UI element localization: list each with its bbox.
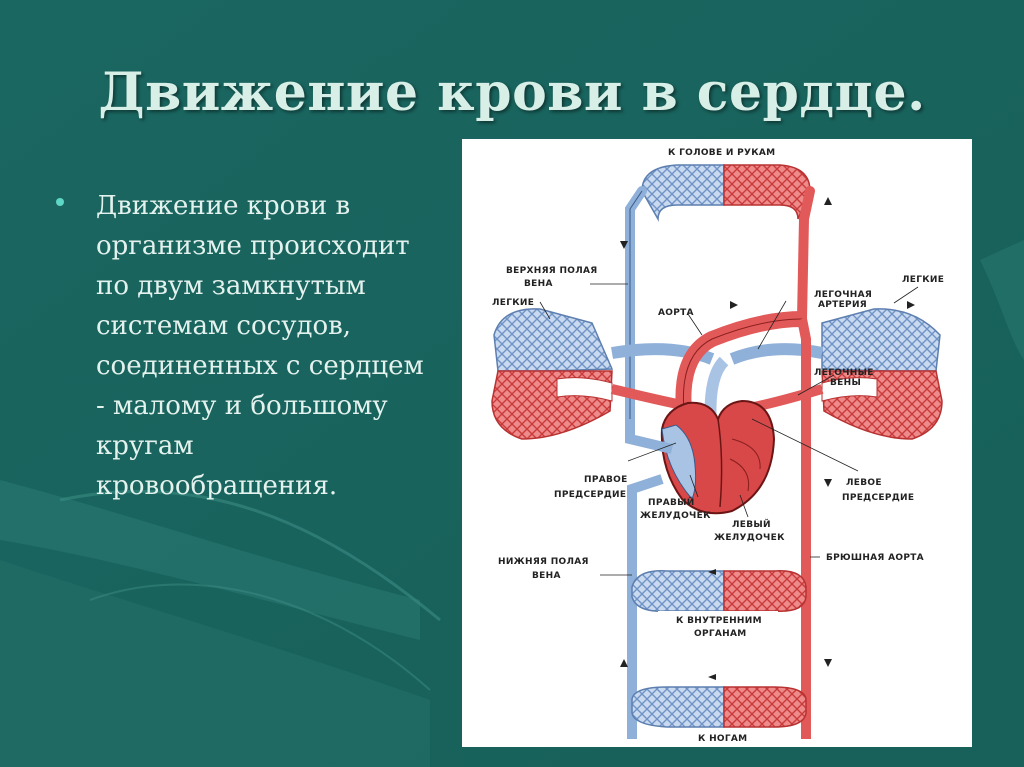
organs-capillary-bed xyxy=(631,570,807,645)
circulation-diagram-svg: К ГОЛОВЕ И РУКАМ ВЕРХНЯЯ ПОЛАЯ ВЕНА ЛЕГК… xyxy=(491,148,944,744)
label-pulmonary-veins-2: ВЕНЫ xyxy=(830,378,861,388)
leader-lines xyxy=(539,283,919,576)
label-inferior-vena-cava-1: НИЖНЯЯ ПОЛАЯ xyxy=(498,557,589,567)
arrow-left-icon xyxy=(708,674,716,680)
label-right-atrium-1: ПРАВОЕ xyxy=(584,475,628,485)
pulmonary-vein-right xyxy=(752,384,824,412)
artery-to-head xyxy=(757,186,815,330)
label-left-atrium-1: ЛЕВОЕ xyxy=(846,478,882,488)
label-internal-organs-2: ОРГАНАМ xyxy=(694,629,747,639)
heart xyxy=(660,399,776,515)
label-left-ventricle-2: ЖЕЛУДОЧЕК xyxy=(714,533,785,543)
label-aorta: АОРТА xyxy=(658,308,694,318)
label-superior-vena-cava-1: ВЕРХНЯЯ ПОЛАЯ xyxy=(506,266,598,276)
bullet-dot-icon xyxy=(56,198,64,206)
vena-cava-junction xyxy=(625,419,674,454)
arrow-down-icon xyxy=(824,659,832,667)
label-internal-organs-1: К ВНУТРЕННИМ xyxy=(676,616,762,626)
head-capillary-bed xyxy=(641,164,811,222)
label-left-ventricle-1: ЛЕВЫЙ xyxy=(732,518,771,530)
arrow-up-icon xyxy=(824,197,832,205)
label-pulmonary-artery-1: ЛЕГОЧНАЯ xyxy=(814,290,872,300)
pulmonary-artery-right xyxy=(729,343,824,365)
arrow-down-icon xyxy=(824,479,832,487)
abdominal-aorta-vessel xyxy=(797,318,811,739)
left-lung xyxy=(491,308,614,440)
label-right-ventricle-1: ПРАВЫЙ xyxy=(648,496,695,508)
arrow-up-icon xyxy=(620,659,628,667)
label-legs: К НОГАМ xyxy=(698,734,747,744)
bullet-text: Движение крови в организме происходит по… xyxy=(96,191,424,501)
superior-vena-cava xyxy=(625,186,647,424)
arrow-left-icon xyxy=(708,569,716,575)
flow-arrows xyxy=(620,197,915,680)
right-lung xyxy=(821,308,943,440)
label-head-arms: К ГОЛОВЕ И РУКАМ xyxy=(668,148,775,158)
arrow-right-icon xyxy=(907,301,915,309)
slide-title: Движение крови в сердце. xyxy=(98,62,926,123)
label-right-ventricle-2: ЖЕЛУДОЧЕК xyxy=(640,511,711,521)
label-left-atrium-2: ПРЕДСЕРДИЕ xyxy=(842,493,914,503)
legs-capillary-bed xyxy=(631,686,807,728)
label-lungs-left: ЛЕГКИЕ xyxy=(492,298,534,308)
label-superior-vena-cava-2: ВЕНА xyxy=(524,279,553,289)
inferior-vena-cava xyxy=(627,474,664,739)
pulmonary-artery-left xyxy=(611,343,715,365)
label-inferior-vena-cava-2: ВЕНА xyxy=(532,571,561,581)
label-right-atrium-2: ПРЕДСЕРДИЕ xyxy=(554,490,626,500)
circulation-diagram: К ГОЛОВЕ И РУКАМ ВЕРХНЯЯ ПОЛАЯ ВЕНА ЛЕГК… xyxy=(462,139,972,747)
label-pulmonary-veins-1: ЛЕГОЧНЫЕ xyxy=(814,368,874,378)
label-abdominal-aorta: БРЮШНАЯ АОРТА xyxy=(826,553,924,563)
label-lungs-right: ЛЕГКИЕ xyxy=(902,275,944,285)
arrow-right-icon xyxy=(730,301,738,309)
arrow-down-icon xyxy=(620,241,628,249)
label-pulmonary-artery-2: АРТЕРИЯ xyxy=(818,300,867,310)
